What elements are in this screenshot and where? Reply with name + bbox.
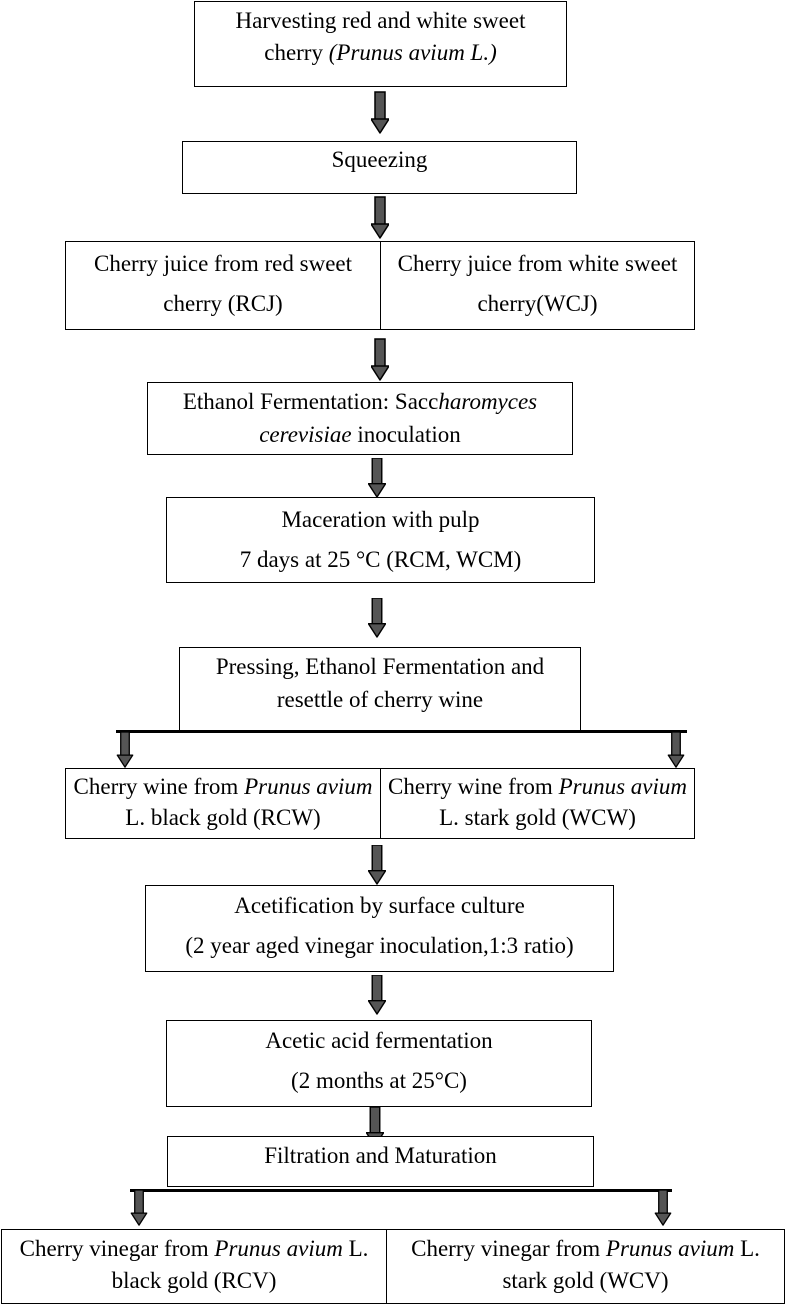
vinegar-red-line-2: black gold (RCV) [111, 1268, 277, 1294]
vinegar-white-cell: Cherry vinegar from Prunus avium L. star… [387, 1233, 784, 1297]
acetic-line-2: (2 months at 25°C) [291, 1068, 467, 1094]
pressing-step-box: Pressing, Ethanol Fermentation and reset… [179, 647, 581, 731]
squeezing-label: Squeezing [331, 147, 428, 172]
down-arrow-icon [667, 732, 685, 768]
vinegar-white-line-1-italic: Prunus avium [605, 1236, 735, 1261]
vinegar-white-line-1b: L. [734, 1236, 760, 1261]
squeezing-step-box: Squeezing [182, 141, 577, 194]
down-arrow-icon [371, 338, 389, 382]
wine-white-line-2-italic: avium [630, 774, 687, 799]
wine-white-cell: Cherry wine from Prunus avium L. stark g… [381, 771, 694, 833]
wine-red-line-2-italic: avium [316, 774, 373, 799]
juice-red-cell: Cherry juice from red sweet cherry (RCJ) [66, 244, 380, 325]
wine-divider [380, 768, 381, 839]
juice-white-line-2: sweet cherry(WCJ) [477, 251, 678, 317]
maceration-line-1: Maceration with pulp [281, 507, 480, 532]
juice-white-line-1: Cherry juice from white [397, 251, 620, 276]
down-arrow-icon [368, 458, 386, 498]
down-arrow-icon [116, 732, 134, 768]
ethanol-fermentation-box: Ethanol Fermentation: Saccharomyces cere… [147, 382, 573, 455]
wine-red-line-1a: Cherry wine from [73, 774, 245, 799]
acetification-line-1: Acetification by surface culture [234, 893, 525, 918]
down-arrow-icon [371, 196, 389, 240]
down-arrow-icon [368, 975, 386, 1015]
filtration-label: Filtration and Maturation [264, 1143, 497, 1168]
down-arrow-icon [371, 91, 389, 135]
juice-red-line-2: sweet cherry (RCJ) [163, 251, 353, 317]
acetic-fermentation-box: Acetic acid fermentation (2 months at 25… [166, 1020, 592, 1107]
vinegar-red-cell: Cherry vinegar from Prunus avium L. blac… [2, 1233, 386, 1297]
juice-divider [380, 241, 381, 330]
acetification-line-2: (2 year aged vinegar inoculation,1:3 rat… [185, 933, 574, 959]
wine-red-line-1-italic: Prunus [244, 774, 311, 799]
harvest-step-box: Harvesting red and white sweet cherry (P… [194, 1, 567, 87]
split-connector-vinegar [130, 1189, 672, 1192]
down-arrow-icon [654, 1190, 672, 1226]
ethanol-line-1-italic: haromyces [438, 389, 538, 414]
wine-red-cell: Cherry wine from Prunus avium L. black g… [66, 771, 380, 833]
harvest-line-1: Harvesting red and white sweet [235, 8, 526, 33]
juice-red-line-1: Cherry juice from red [93, 251, 294, 276]
vinegar-step-box [1, 1229, 785, 1304]
harvest-species: (Prunus avium L.) [328, 40, 497, 66]
pressing-line-1: Pressing, Ethanol Fermentation and [215, 654, 545, 679]
filtration-step-box: Filtration and Maturation [167, 1136, 594, 1187]
down-arrow-icon [368, 598, 386, 638]
acetic-line-1: Acetic acid fermentation [265, 1028, 493, 1053]
wine-white-line-1a: Cherry wine from [388, 774, 559, 799]
acetification-step-box: Acetification by surface culture (2 year… [145, 885, 614, 972]
juice-white-cell: Cherry juice from white sweet cherry(WCJ… [381, 244, 694, 325]
down-arrow-icon [130, 1190, 148, 1226]
vinegar-white-line-2: stark gold (WCV) [502, 1268, 669, 1294]
maceration-line-2: 7 days at 25 °C (RCM, WCM) [239, 547, 522, 573]
vinegar-red-line-1-italic: Prunus avium [214, 1236, 343, 1261]
ethanol-line-2b: inoculation [351, 422, 461, 448]
wine-white-line-1-italic: Prunus [558, 774, 626, 799]
vinegar-red-line-1a: Cherry vinegar from [19, 1236, 215, 1261]
harvest-line-2a: cherry [264, 40, 329, 66]
split-connector-wine [116, 730, 687, 733]
vinegar-red-line-1b: L. [342, 1236, 369, 1261]
ethanol-line-2-italic: cerevisiae [259, 422, 352, 448]
vinegar-white-line-1a: Cherry vinegar from [411, 1236, 606, 1261]
pressing-line-2: resettle of cherry wine [276, 687, 484, 713]
maceration-step-box: Maceration with pulp 7 days at 25 °C (RC… [166, 497, 595, 583]
wine-white-line-2b: L. stark gold (WCW) [439, 805, 636, 831]
down-arrow-icon [368, 845, 386, 885]
wine-red-line-2b: L. black gold (RCW) [125, 805, 321, 831]
ethanol-line-1a: Ethanol Fermentation: Sacc [182, 389, 439, 414]
vinegar-divider [386, 1229, 387, 1304]
